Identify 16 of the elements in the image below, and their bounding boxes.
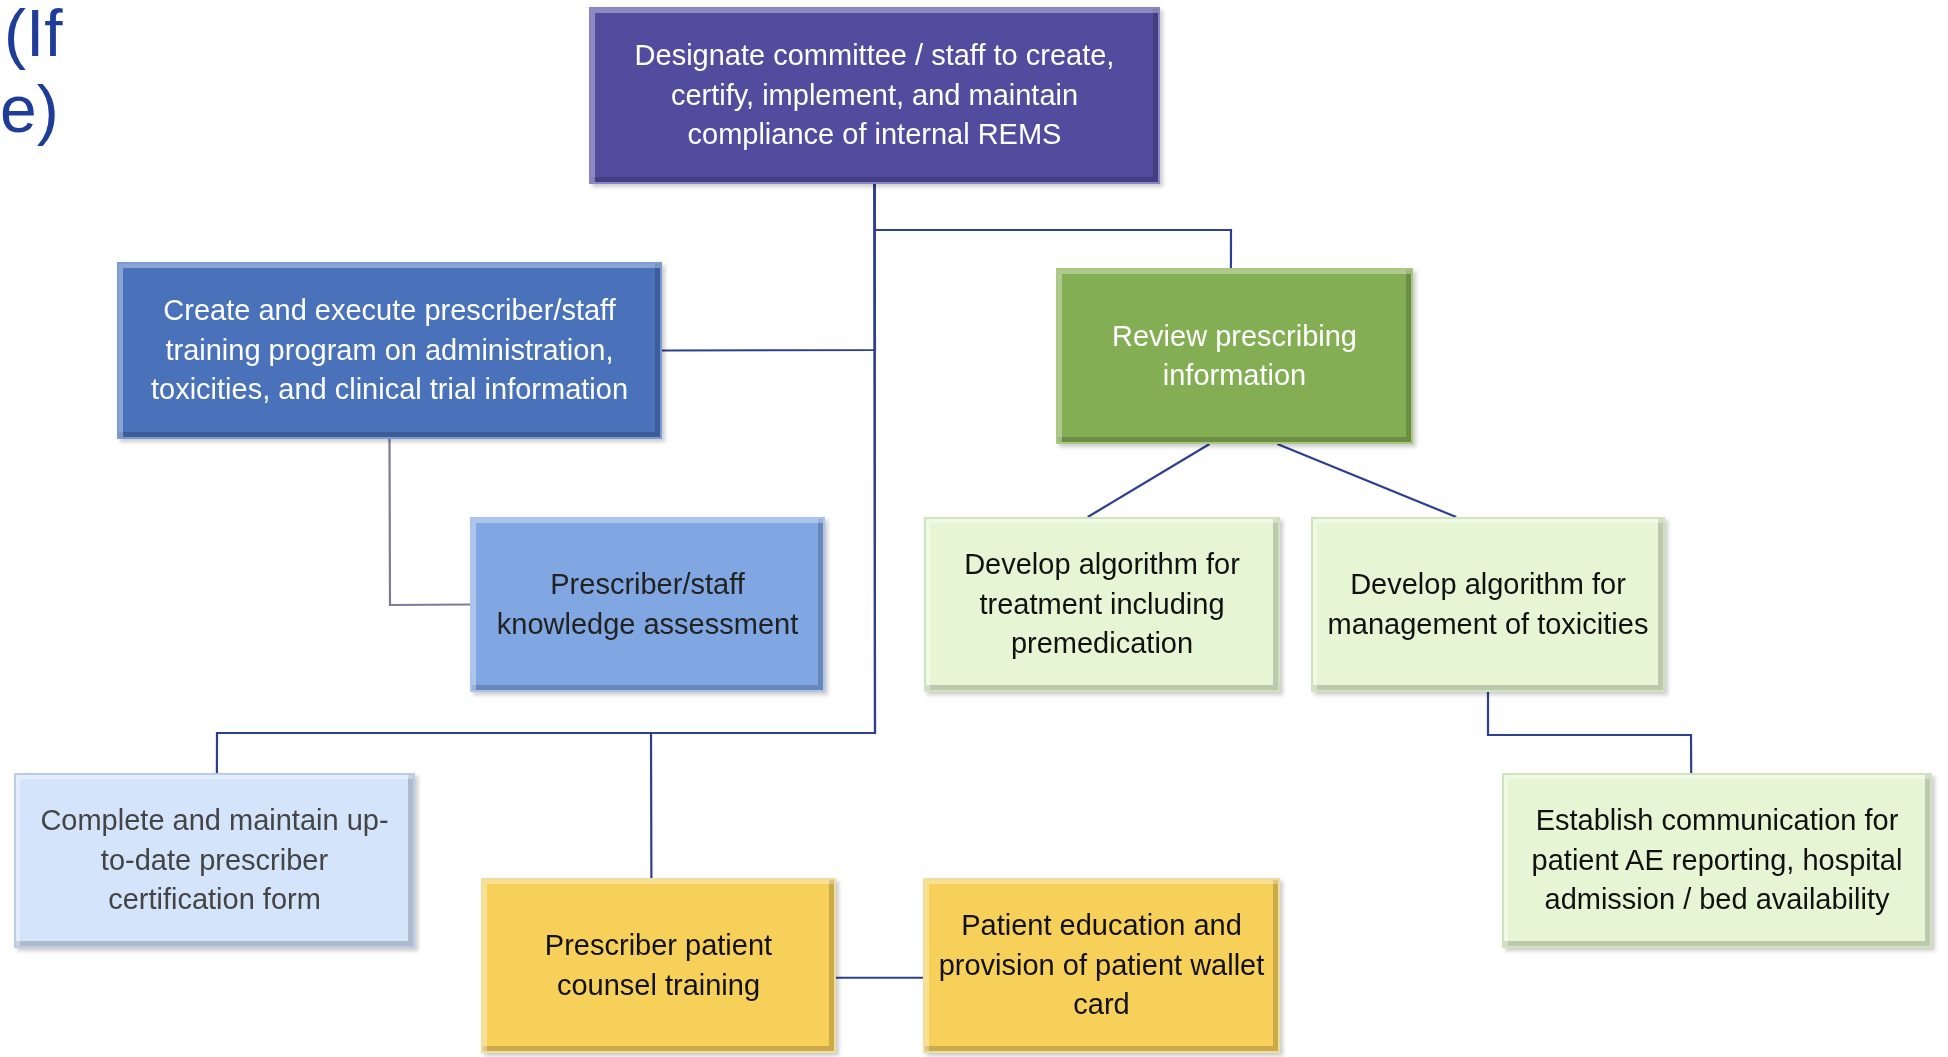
process-box: Prescriber/staff knowledge assessment	[470, 517, 825, 692]
process-box: Establish communication for patient AE reporting, hospital admission / bed availability	[1502, 773, 1932, 948]
connector-line	[1087, 443, 1211, 518]
connector-line	[388, 439, 470, 607]
connector-line	[1486, 692, 1693, 773]
process-box: Review prescribing information	[1056, 268, 1413, 444]
process-box: Create and execute prescriber/staff training program on administration, toxicities, and clinical trial information	[117, 262, 662, 439]
process-box: Patient education and provision of patient wallet card	[923, 878, 1280, 1053]
connector-line	[1276, 443, 1457, 518]
connector-line	[836, 976, 923, 979]
process-box: Prescriber patient counsel training	[481, 878, 836, 1053]
process-box: Designate committee / staff to create, certify, implement, and maintain compliance of internal REMS	[589, 7, 1160, 184]
process-box: Complete and maintain up-to-date prescriber certification form	[14, 773, 415, 948]
connector-line	[649, 184, 877, 878]
process-box: Develop algorithm for management of toxicities	[1311, 517, 1665, 692]
process-box: Develop algorithm for treatment including premedication	[924, 517, 1280, 692]
